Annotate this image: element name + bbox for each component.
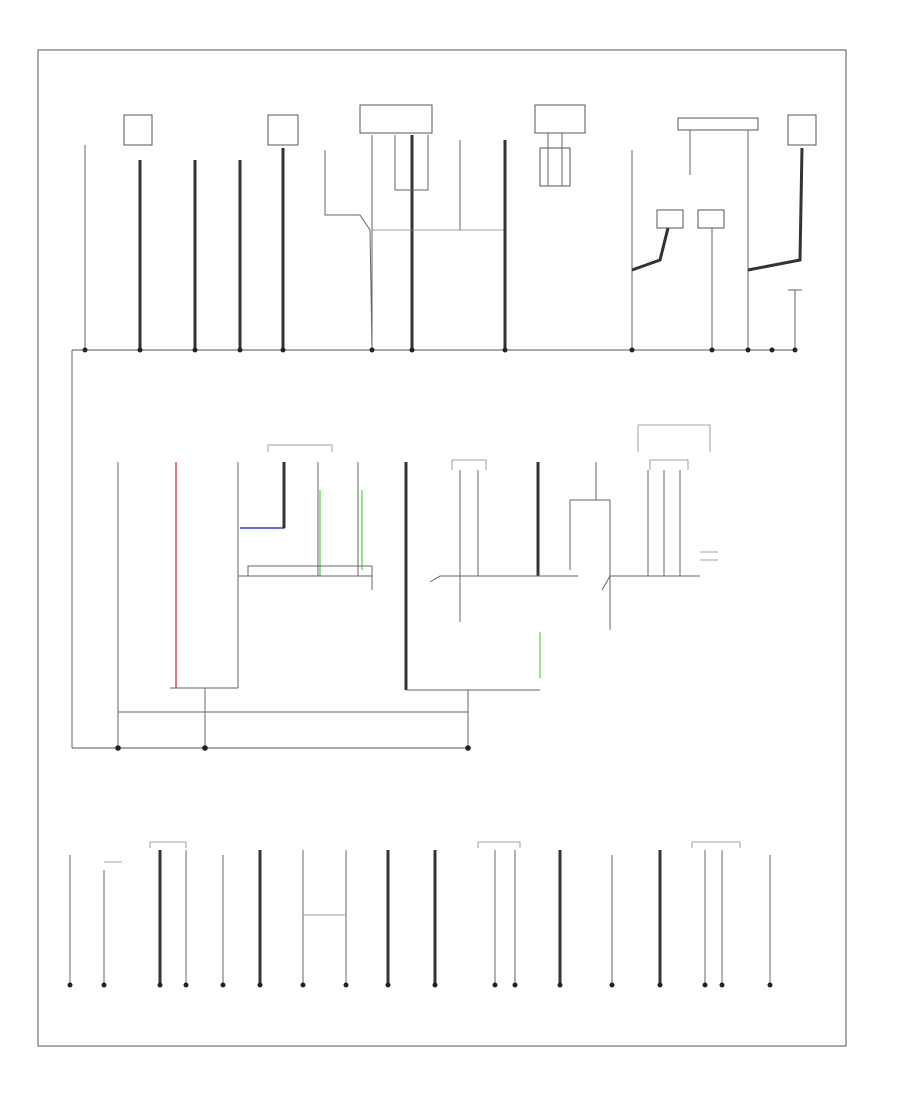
component-box — [787, 114, 817, 146]
ground-point — [492, 982, 498, 988]
ground-point — [183, 982, 189, 988]
connector-bracket — [267, 444, 333, 452]
ground-point — [709, 347, 715, 353]
component-box — [697, 209, 725, 229]
middle-section — [72, 424, 718, 751]
wire — [324, 150, 373, 351]
connector-bracket — [649, 459, 689, 470]
wire-heavy — [747, 147, 804, 272]
connector-bracket — [451, 459, 487, 470]
component-box — [123, 114, 153, 146]
ground-point — [745, 347, 751, 353]
ground-point — [220, 982, 226, 988]
ground-point — [137, 347, 143, 353]
ground-point — [512, 982, 518, 988]
ground-point — [202, 745, 208, 751]
ground-point — [629, 347, 635, 353]
component-box — [534, 104, 586, 134]
ground-point — [257, 982, 263, 988]
ground-point — [502, 347, 508, 353]
diagram-frame — [37, 49, 847, 1047]
ground-point — [82, 347, 88, 353]
ground-point — [432, 982, 438, 988]
connector-bracket — [477, 841, 521, 848]
component-box — [267, 114, 299, 146]
ground-point — [115, 745, 121, 751]
ground-point — [67, 982, 73, 988]
ground-point — [465, 745, 471, 751]
ground-point — [101, 982, 107, 988]
component-box — [656, 209, 684, 229]
component-box — [539, 147, 571, 187]
ground-point — [792, 347, 798, 353]
ground-point — [192, 347, 198, 353]
ground-point — [609, 982, 615, 988]
component-box — [677, 117, 759, 131]
wire-heavy — [631, 227, 670, 272]
ground-point — [237, 347, 243, 353]
connector-bracket — [637, 424, 711, 452]
ground-point — [300, 982, 306, 988]
wire — [238, 565, 373, 590]
wire-blue — [240, 462, 285, 529]
ground-point — [369, 347, 375, 353]
connector-bracket — [691, 841, 741, 848]
ground-point — [557, 982, 563, 988]
ground-point — [409, 347, 415, 353]
ground-point — [385, 982, 391, 988]
ground-point — [719, 982, 725, 988]
ground-point — [769, 347, 775, 353]
ground-point — [280, 347, 286, 353]
top-section — [72, 104, 817, 353]
ground-point — [343, 982, 349, 988]
wire — [601, 575, 700, 591]
bottom-section — [67, 841, 773, 988]
component-box — [359, 104, 433, 134]
wire — [429, 575, 578, 583]
ground-point — [767, 982, 773, 988]
ground-point — [702, 982, 708, 988]
connector-bracket — [149, 841, 187, 848]
wire — [394, 135, 429, 191]
ground-point — [657, 982, 663, 988]
ground-point — [157, 982, 163, 988]
